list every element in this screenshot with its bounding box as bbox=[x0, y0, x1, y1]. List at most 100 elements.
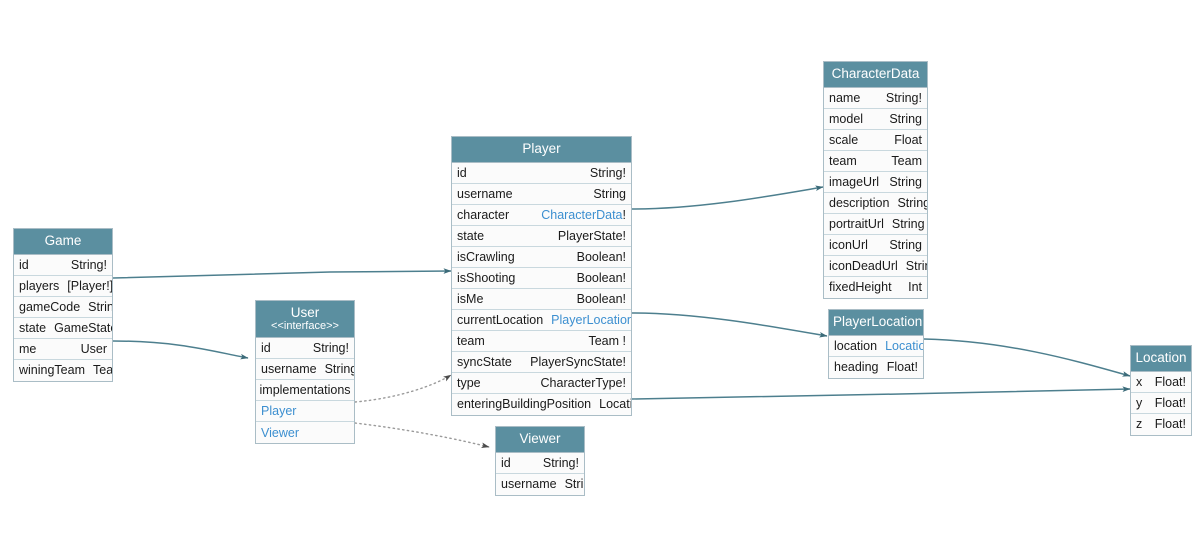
field-row[interactable]: y Float! bbox=[1131, 392, 1191, 414]
node-playerlocation[interactable]: PlayerLocation location Location! headin… bbox=[828, 309, 924, 379]
field-name: name bbox=[829, 90, 861, 105]
field-type-link[interactable]: CharacterData bbox=[541, 207, 623, 222]
node-viewer[interactable]: Viewer id String! username String bbox=[495, 426, 585, 496]
field-row[interactable]: x Float! bbox=[1131, 371, 1191, 393]
field-row[interactable]: id String! bbox=[452, 162, 631, 184]
field-row[interactable]: iconDeadUrl String bbox=[824, 255, 927, 277]
field-type: Float! bbox=[1154, 374, 1186, 389]
field-row[interactable]: iconUrl String bbox=[824, 234, 927, 256]
edge-playerlocation-location-to-location bbox=[923, 338, 1131, 377]
node-characterdata[interactable]: CharacterData name String! model String … bbox=[823, 61, 928, 299]
node-playerlocation-title: PlayerLocation bbox=[829, 310, 923, 336]
field-type: String bbox=[564, 477, 584, 492]
field-name: x bbox=[1136, 374, 1143, 389]
field-type: Float! bbox=[1154, 417, 1186, 432]
field-row[interactable]: name String! bbox=[824, 87, 927, 109]
field-name: isShooting bbox=[457, 270, 516, 285]
field-name: gameCode bbox=[19, 299, 81, 314]
field-row[interactable]: isCrawling Boolean! bbox=[452, 246, 631, 268]
field-type: Boolean! bbox=[576, 249, 626, 264]
implementations-label: implementations bbox=[259, 383, 351, 398]
edge-user-impl-player bbox=[354, 374, 452, 403]
field-name: syncState bbox=[457, 354, 512, 369]
field-row[interactable]: imageUrl String bbox=[824, 171, 927, 193]
node-game[interactable]: Game id String! players [Player!] gameCo… bbox=[13, 228, 113, 382]
field-row[interactable]: team Team bbox=[824, 150, 927, 172]
implementation-player[interactable]: Player bbox=[256, 401, 354, 423]
field-type[interactable]: [Player!] bbox=[67, 278, 112, 293]
implementation-name[interactable]: Player bbox=[261, 404, 297, 419]
field-type: Team bbox=[891, 153, 922, 168]
field-row[interactable]: id String! bbox=[496, 452, 584, 474]
field-row[interactable]: description String bbox=[824, 192, 927, 214]
field-row[interactable]: state PlayerState! bbox=[452, 225, 631, 247]
field-row[interactable]: players [Player!] bbox=[14, 275, 112, 297]
field-type: String! bbox=[88, 299, 112, 314]
field-row[interactable]: syncState PlayerSyncState! bbox=[452, 351, 631, 373]
implementation-name[interactable]: Viewer bbox=[261, 425, 299, 440]
field-type-link[interactable]: Location bbox=[885, 338, 923, 353]
field-type[interactable]: PlayerLocation! bbox=[551, 313, 631, 327]
field-row[interactable]: isShooting Boolean! bbox=[452, 267, 631, 289]
field-name: username bbox=[261, 362, 317, 377]
edge-game-me-to-user bbox=[112, 340, 249, 360]
edge-player-character-to-characterdata bbox=[631, 185, 824, 210]
field-type: String! bbox=[589, 165, 626, 180]
field-row[interactable]: character CharacterData! bbox=[452, 204, 631, 226]
field-name: description bbox=[829, 195, 890, 210]
field-row[interactable]: username String bbox=[256, 359, 354, 381]
field-row[interactable]: id String! bbox=[14, 254, 112, 276]
field-name: currentLocation bbox=[457, 312, 544, 327]
field-type[interactable]: CharacterData! bbox=[541, 208, 626, 222]
node-user[interactable]: User <<interface>> id String! username S… bbox=[255, 300, 355, 445]
field-type: PlayerSyncState! bbox=[530, 354, 626, 369]
field-row[interactable]: state GameState! bbox=[14, 317, 112, 339]
field-row[interactable]: heading Float! bbox=[829, 356, 923, 378]
field-name: location bbox=[834, 338, 878, 353]
field-row[interactable]: portraitUrl String bbox=[824, 213, 927, 235]
field-name: enteringBuildingPosition bbox=[457, 397, 592, 412]
field-type[interactable]: Location! bbox=[885, 339, 923, 353]
field-name: iconUrl bbox=[829, 237, 868, 252]
field-name: y bbox=[1136, 395, 1143, 410]
field-row[interactable]: username String bbox=[452, 183, 631, 205]
field-name: heading bbox=[834, 360, 879, 375]
field-row[interactable]: location Location! bbox=[829, 335, 923, 357]
field-name: id bbox=[501, 455, 511, 470]
field-name: imageUrl bbox=[829, 174, 880, 189]
field-row[interactable]: currentLocation PlayerLocation! bbox=[452, 309, 631, 331]
field-type[interactable]: User bbox=[80, 341, 107, 356]
field-row[interactable]: team Team ! bbox=[452, 330, 631, 352]
node-game-title: Game bbox=[14, 229, 112, 255]
field-type-link[interactable]: PlayerLocation bbox=[551, 312, 631, 327]
node-user-title: User <<interface>> bbox=[256, 301, 354, 339]
node-characterdata-title: CharacterData bbox=[824, 62, 927, 88]
field-row[interactable]: gameCode String! bbox=[14, 296, 112, 318]
field-name: portraitUrl bbox=[829, 216, 884, 231]
field-name: isMe bbox=[457, 291, 484, 306]
field-row[interactable]: id String! bbox=[256, 338, 354, 360]
field-name: model bbox=[829, 111, 864, 126]
field-row[interactable]: enteringBuildingPosition Location bbox=[452, 393, 631, 415]
field-type[interactable]: Location bbox=[599, 397, 631, 412]
field-row[interactable]: username String bbox=[496, 473, 584, 495]
field-row[interactable]: isMe Boolean! bbox=[452, 288, 631, 310]
implementations-header: implementations bbox=[256, 380, 354, 402]
field-type: String! bbox=[542, 455, 579, 470]
node-player[interactable]: Player id String! username String charac… bbox=[451, 136, 632, 416]
field-row[interactable]: fixedHeight Int bbox=[824, 276, 927, 298]
field-name: state bbox=[457, 228, 485, 243]
field-row[interactable]: me User bbox=[14, 338, 112, 360]
field-row[interactable]: model String bbox=[824, 108, 927, 130]
field-row[interactable]: type CharacterType! bbox=[452, 372, 631, 394]
node-viewer-title: Viewer bbox=[496, 427, 584, 453]
implementation-viewer[interactable]: Viewer bbox=[256, 422, 354, 444]
field-type: String bbox=[889, 174, 922, 189]
field-row[interactable]: scale Float bbox=[824, 129, 927, 151]
node-location[interactable]: Location x Float! y Float! z Float! bbox=[1130, 345, 1192, 436]
field-name: scale bbox=[829, 132, 859, 147]
field-type: String bbox=[891, 216, 925, 231]
field-row[interactable]: winingTeam Team bbox=[14, 359, 112, 381]
field-type: String bbox=[593, 186, 626, 201]
field-row[interactable]: z Float! bbox=[1131, 413, 1191, 435]
